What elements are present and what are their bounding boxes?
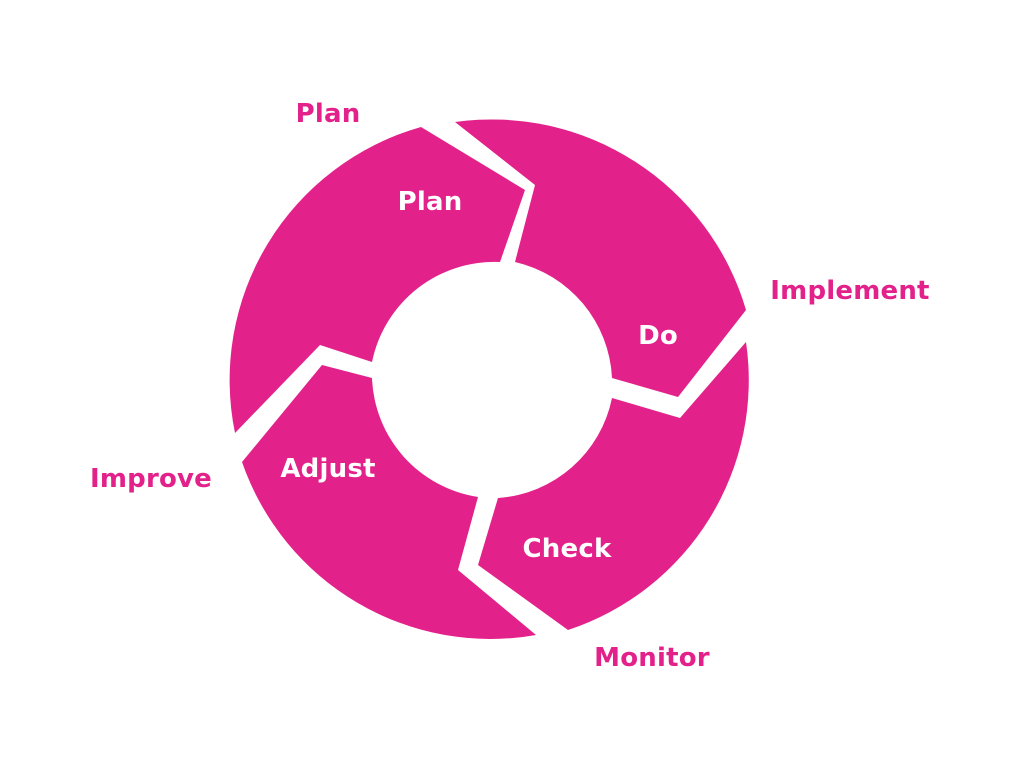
segment-plan-shape <box>229 127 525 433</box>
segment-adjust-shape <box>242 365 536 639</box>
segment-check-shape <box>478 342 749 630</box>
segment-label-plan: Plan <box>398 187 463 217</box>
segment-plan: Plan <box>229 127 525 433</box>
segment-label-adjust: Adjust <box>280 454 375 484</box>
outer-label-plan: Plan <box>296 99 361 129</box>
segment-do: Do <box>455 119 746 398</box>
segment-label-check: Check <box>523 534 612 564</box>
segment-check: Check <box>478 342 749 630</box>
segment-do-shape <box>455 119 746 398</box>
outer-label-implement: Implement <box>770 276 929 306</box>
segment-adjust: Adjust <box>242 365 536 639</box>
segment-label-do: Do <box>638 321 678 351</box>
outer-label-improve: Improve <box>90 464 212 494</box>
outer-label-monitor: Monitor <box>594 643 710 673</box>
